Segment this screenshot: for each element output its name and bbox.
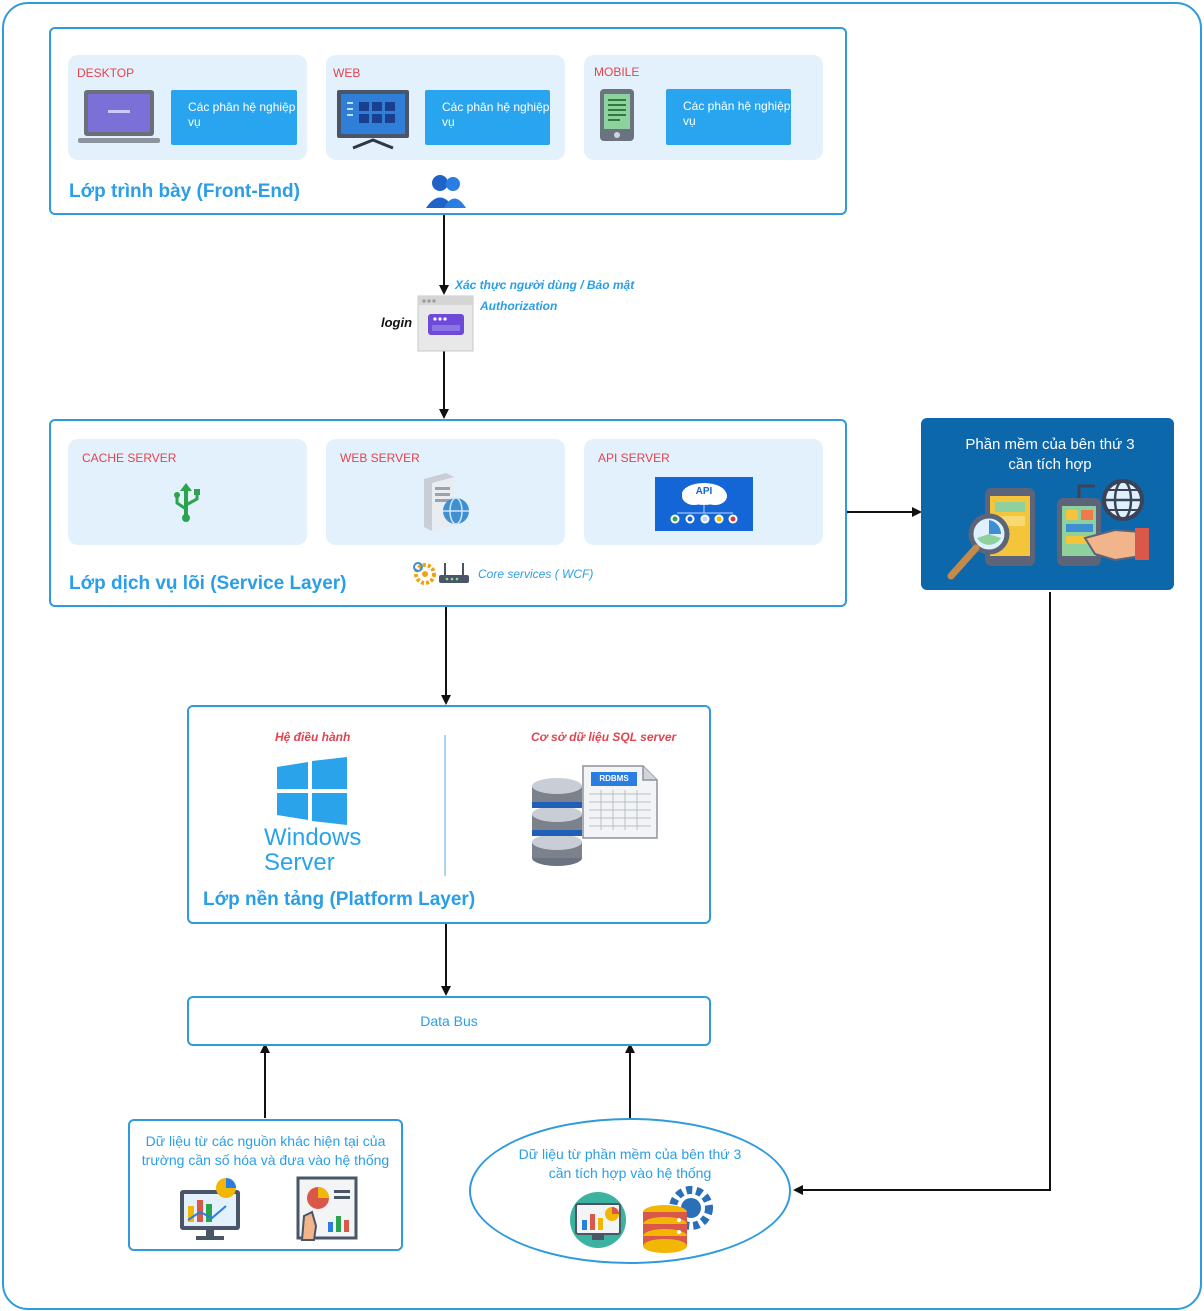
left-source-text: Dữ liệu từ các nguồn khác hiện tại của t… bbox=[141, 1133, 390, 1168]
login-label: login bbox=[381, 315, 413, 330]
frontend-title: Lớp trình bày (Front-End) bbox=[69, 181, 300, 202]
windows-logo-icon bbox=[277, 757, 347, 825]
api-badge-text: API bbox=[695, 486, 713, 497]
api-server-label: API SERVER bbox=[598, 451, 670, 465]
database-icon bbox=[532, 765, 658, 866]
platform-title: Lớp nền tảng (Platform Layer) bbox=[203, 889, 476, 910]
platform-divider bbox=[444, 735, 446, 876]
third-party-box[interactable]: Phần mềm của bên thứ 3 cần tích hợp bbox=[921, 418, 1174, 590]
rdbms-badge: RDBMS bbox=[599, 774, 629, 783]
api-cloud-icon: API bbox=[655, 477, 753, 531]
auth-text-line1: Xác thực người dùng / Bảo mật bbox=[455, 278, 635, 292]
web-label: WEB bbox=[333, 66, 361, 80]
service-title: Lớp dịch vụ lõi (Service Layer) bbox=[69, 573, 347, 594]
laptop-icon bbox=[78, 90, 160, 143]
monitor-icon bbox=[337, 90, 409, 150]
core-services-label: Core services ( WCF) bbox=[478, 567, 594, 581]
windows-server-line1: Windows bbox=[264, 824, 362, 851]
data-analytics-icon bbox=[570, 1192, 626, 1248]
desktop-modules-button[interactable]: Các phân hệ nghiệp vụ bbox=[171, 90, 297, 145]
db-label: Cơ sở dữ liệu SQL server bbox=[531, 730, 677, 744]
web-server-card[interactable]: WEB SERVER bbox=[326, 439, 565, 545]
right-source-ellipse: Dữ liệu từ phần mềm của bên thứ 3 cần tí… bbox=[469, 1118, 791, 1264]
mobile-modules-button[interactable]: Các phân hệ nghiệp vụ bbox=[666, 89, 791, 145]
desktop-label: DESKTOP bbox=[77, 66, 135, 80]
web-card[interactable]: WEB Các phân hệ nghiệp vụ bbox=[326, 55, 565, 160]
cache-server-label: CACHE SERVER bbox=[82, 451, 177, 465]
data-bus: Data Bus bbox=[187, 996, 711, 1046]
web-server-label: WEB SERVER bbox=[340, 451, 420, 465]
windows-server-line2: Server bbox=[264, 849, 335, 876]
gear-router-icon bbox=[413, 562, 469, 585]
auth-text-line2: Authorization bbox=[480, 299, 558, 313]
left-source-box: Dữ liệu từ các nguồn khác hiện tại của t… bbox=[128, 1119, 403, 1251]
cache-server-card[interactable]: CACHE SERVER bbox=[68, 439, 307, 545]
analytics-monitor-icon bbox=[180, 1178, 240, 1240]
web-modules-button[interactable]: Các phân hệ nghiệp vụ bbox=[425, 90, 550, 145]
mobile-card[interactable]: MOBILE Các phân hệ nghiệp vụ bbox=[584, 55, 823, 160]
desktop-card[interactable]: DESKTOP Các phân hệ nghiệp vụ bbox=[68, 55, 307, 160]
third-party-title: Phần mềm của bên thứ 3 cần tích hợp bbox=[965, 436, 1135, 473]
data-bus-label: Data Bus bbox=[420, 1013, 478, 1029]
api-server-card[interactable]: API SERVER API bbox=[584, 439, 823, 545]
arrow-thirdparty-source bbox=[793, 592, 1051, 1195]
presentation-board-icon bbox=[296, 1176, 358, 1241]
os-label: Hệ điều hành bbox=[275, 730, 351, 744]
mobile-label: MOBILE bbox=[594, 65, 640, 79]
web-server-globe-icon bbox=[424, 473, 469, 531]
login-window-icon[interactable] bbox=[417, 295, 474, 352]
users-icon bbox=[426, 175, 466, 208]
third-party-integration-icon bbox=[947, 479, 1149, 580]
usb-icon bbox=[174, 483, 200, 522]
right-source-text: Dữ liệu từ phần mềm của bên thứ 3 cần tí… bbox=[518, 1146, 742, 1181]
database-gear-icon bbox=[643, 1186, 713, 1253]
mobile-phone-icon bbox=[600, 89, 634, 141]
